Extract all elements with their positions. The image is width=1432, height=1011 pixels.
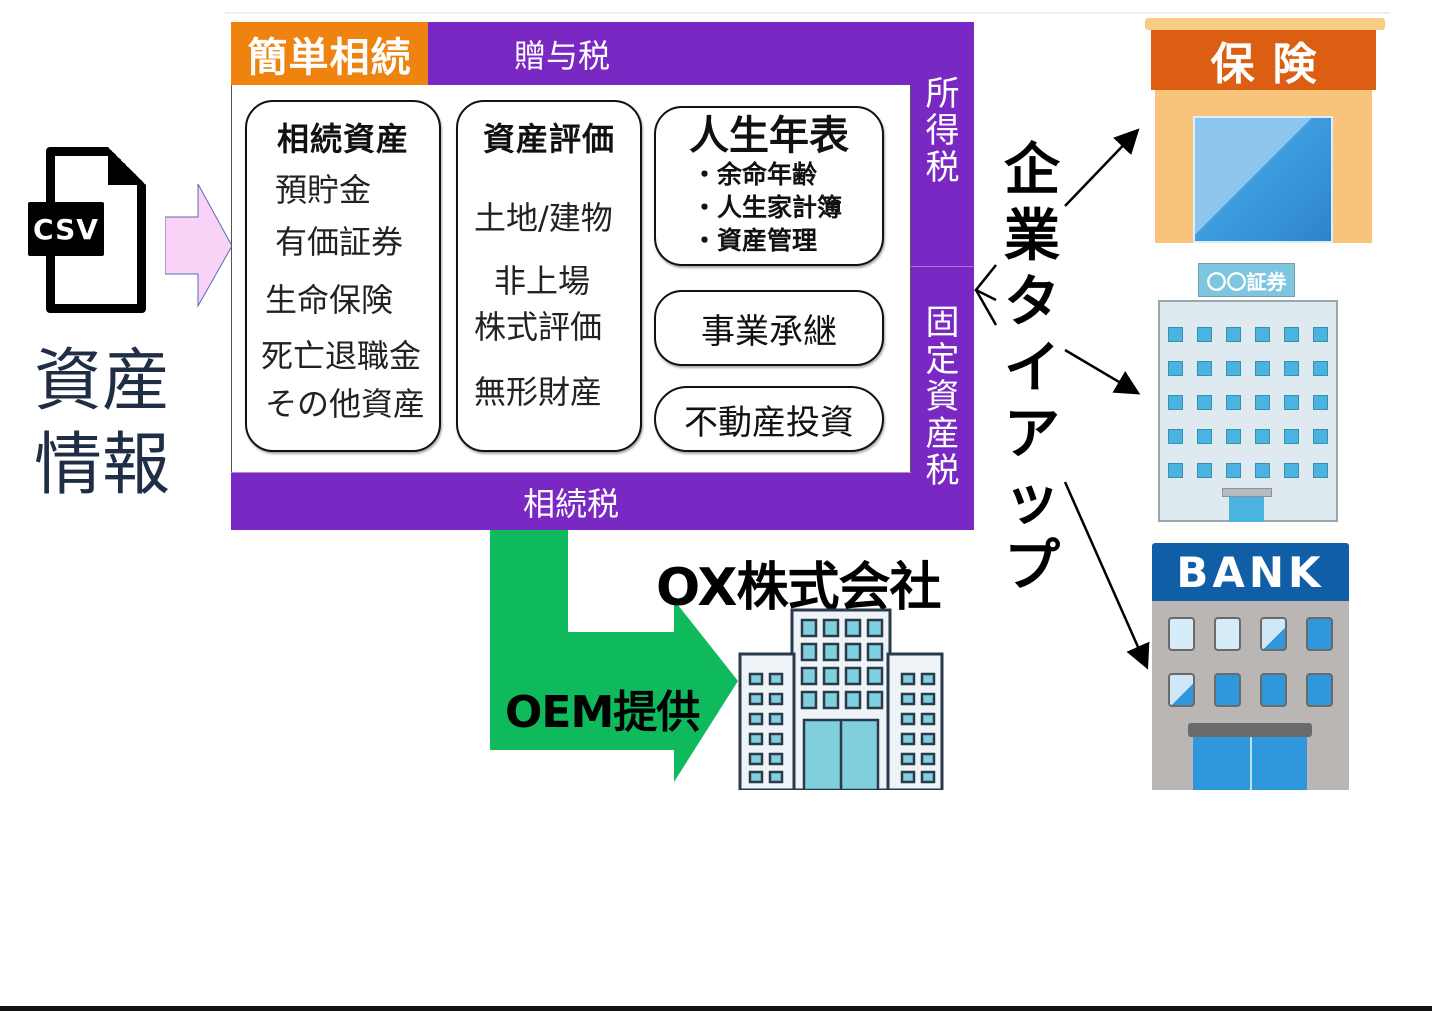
property-tax-label: 固 定 資 産 税 <box>925 303 960 491</box>
oem-provision-label: OEM提供 <box>505 687 700 738</box>
csv-badge: CSV <box>28 202 104 256</box>
asset-item: その他資産 <box>265 385 426 423</box>
asset-info-line2: 情報 <box>34 426 171 505</box>
life-timeline-item: ・資産管理 <box>692 226 818 255</box>
business-succession-box: 事業承継 <box>654 290 884 366</box>
real-estate-investment-box: 不動産投資 <box>654 386 884 452</box>
inheritance-tax-label: 相続税 <box>522 484 619 523</box>
securities-door-canopy <box>1222 488 1272 497</box>
inheritance-assets-title: 相続資産 <box>276 120 409 158</box>
real-estate-investment-label: 不動産投資 <box>684 402 854 443</box>
asset-item: 預貯金 <box>275 171 372 209</box>
valuation-item: 無形財産 <box>474 373 603 411</box>
business-succession-label: 事業承継 <box>701 311 837 352</box>
life-timeline-item: ・余命年齢 <box>692 160 818 189</box>
securities-sign: 〇〇証券 <box>1198 263 1295 297</box>
asset-info-line1: 資産 <box>34 342 171 421</box>
insurance-sign: 保険 <box>1151 30 1376 90</box>
bank-sign: BANK <box>1152 543 1349 601</box>
securities-windows <box>1168 327 1328 478</box>
life-timeline-title: 人生年表 <box>689 113 849 159</box>
bank-door <box>1193 737 1307 790</box>
tieup-arrows-icon <box>974 128 1150 670</box>
inheritance-assets-box: 相続資産 預貯金 有価証券 生命保険 死亡退職金 その他資産 <box>245 100 441 452</box>
asset-item: 生命保険 <box>265 281 394 319</box>
income-tax-label: 所 得 税 <box>925 74 960 188</box>
valuation-item: 株式評価 <box>474 308 603 346</box>
oem-arrow-icon <box>490 530 738 782</box>
asset-valuation-box: 資産評価 土地/建物 非上場 株式評価 無形財産 <box>456 100 642 452</box>
valuation-item: 非上場 <box>494 262 591 300</box>
insurance-window <box>1193 116 1333 243</box>
securities-door <box>1229 497 1264 522</box>
life-timeline-box: 人生年表 ・余命年齢 ・人生家計簿 ・資産管理 <box>654 106 884 266</box>
gift-tax-label: 贈与税 <box>514 36 611 75</box>
asset-valuation-title: 資産評価 <box>482 120 615 158</box>
inheritance-tax-bar: 相続税 <box>231 472 911 530</box>
input-arrow-icon <box>165 184 233 308</box>
bank-door-canopy <box>1188 723 1312 737</box>
brand-label: 簡単相続 <box>231 22 428 85</box>
insurance-roof <box>1145 18 1385 30</box>
securities-building-icon <box>1158 300 1338 522</box>
bottom-border <box>0 1006 1432 1011</box>
income-tax-bar: 所 得 税 <box>911 22 974 267</box>
property-tax-bar: 固 定 資 産 税 <box>911 267 974 530</box>
valuation-item: 土地/建物 <box>474 199 613 237</box>
asset-info-caption: 資産 情報 <box>34 340 194 508</box>
top-divider <box>225 12 1390 14</box>
corporate-tieup-label: 企 業 タ イ ア ッ プ <box>1004 138 1060 599</box>
company-name-label: OX株式会社 <box>656 558 941 618</box>
csv-file-fold-icon <box>108 147 146 185</box>
asset-item: 死亡退職金 <box>261 337 422 375</box>
life-timeline-item: ・人生家計簿 <box>692 193 843 222</box>
company-building-icon <box>738 608 944 790</box>
asset-item: 有価証券 <box>275 223 404 261</box>
bank-windows <box>1168 617 1333 707</box>
gift-tax-bar: 贈与税 <box>428 22 911 85</box>
